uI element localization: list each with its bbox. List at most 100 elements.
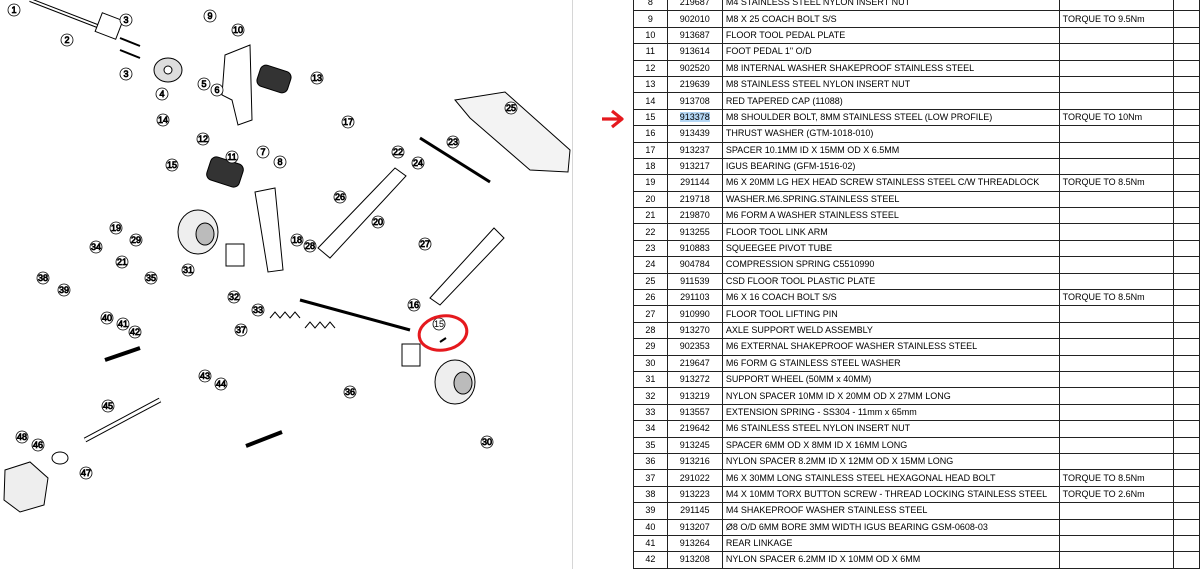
item-number: 11 <box>633 43 668 61</box>
svg-text:36: 36 <box>345 387 355 397</box>
part-number-text: 291022 <box>679 472 710 483</box>
item-number-text: 23 <box>645 243 656 254</box>
callout-7: 7 <box>256 145 270 159</box>
part-description: M8 STAINLESS STEEL NYLON INSERT NUT <box>721 75 1060 94</box>
part-description: M6 FORM A WASHER STAINLESS STEEL <box>721 207 1060 225</box>
callout-10: 10 <box>231 23 245 37</box>
item-number-text: 9 <box>647 13 653 24</box>
empty-cell <box>1173 305 1200 323</box>
item-number: 35 <box>633 436 668 454</box>
part-description-text: M8 INTERNAL WASHER SHAKEPROOF STAINLESS … <box>725 62 975 73</box>
part-note <box>1058 272 1175 291</box>
part-description: M4 X 10MM TORX BUTTON SCREW - THREAD LOC… <box>721 485 1060 504</box>
svg-text:6: 6 <box>214 85 219 95</box>
part-description-text: REAR LINKAGE <box>725 538 793 549</box>
part-description: M6 FORM G STAINLESS STEEL WASHER <box>721 354 1060 372</box>
part-description: Ø8 O/D 6MM BORE 3MM WIDTH IGUS BEARING G… <box>721 518 1060 536</box>
svg-text:30: 30 <box>482 437 492 447</box>
item-number: 38 <box>633 485 668 504</box>
svg-text:15: 15 <box>167 160 177 170</box>
empty-cell <box>1173 59 1200 77</box>
part-note-text: TORQUE TO 8.5Nm <box>1062 177 1145 188</box>
part-note <box>1058 452 1175 471</box>
item-number: 32 <box>633 387 668 405</box>
callout-23: 23 <box>446 135 460 149</box>
svg-text:22: 22 <box>393 147 403 157</box>
svg-text:13: 13 <box>312 73 322 83</box>
callout-30: 30 <box>480 435 494 449</box>
empty-cell <box>1173 190 1200 209</box>
svg-text:46: 46 <box>33 440 43 450</box>
part-number-text: 913208 <box>679 554 710 565</box>
empty-cell <box>1173 534 1200 553</box>
item-number: 22 <box>633 223 668 241</box>
part-description-text: NYLON SPACER 8.2MM ID X 12MM OD X 15MM L… <box>725 456 954 467</box>
item-number-text: 29 <box>645 341 656 352</box>
part-number: 902353 <box>666 338 723 356</box>
item-number-text: 14 <box>645 95 656 106</box>
part-number-text: 913207 <box>679 521 710 532</box>
svg-text:33: 33 <box>253 305 263 315</box>
part-number: 291144 <box>666 174 723 192</box>
empty-cell <box>1173 125 1200 143</box>
part-number: 913245 <box>666 436 723 454</box>
part-number-text: 913216 <box>679 456 710 467</box>
part-number: 219870 <box>666 207 723 225</box>
svg-text:3: 3 <box>123 15 128 25</box>
part-description-text: M4 STAINLESS STEEL NYLON INSERT NUT <box>725 0 911 8</box>
item-number: 28 <box>633 321 668 340</box>
empty-cell <box>1173 420 1200 438</box>
item-number: 29 <box>633 338 668 356</box>
part-note <box>1058 403 1175 422</box>
svg-text:48: 48 <box>17 432 27 442</box>
svg-text:47: 47 <box>81 468 91 478</box>
callout-45: 45 <box>101 399 115 413</box>
callout-44: 44 <box>214 377 228 391</box>
callout-22: 22 <box>391 145 405 159</box>
part-number: 902010 <box>666 10 723 28</box>
empty-cell <box>1173 10 1200 28</box>
part-note <box>1058 387 1175 405</box>
empty-cell <box>1173 207 1200 225</box>
item-number: 24 <box>633 256 668 274</box>
svg-text:17: 17 <box>343 117 353 127</box>
item-number-text: 15 <box>645 111 656 122</box>
part-note-text: TORQUE TO 2.6Nm <box>1062 488 1145 499</box>
empty-cell <box>1173 370 1200 389</box>
callout-39: 39 <box>57 283 71 297</box>
part-note <box>1058 370 1175 389</box>
item-number: 8 <box>633 0 668 12</box>
svg-text:43: 43 <box>200 371 210 381</box>
item-number-text: 39 <box>645 505 656 516</box>
item-number-text: 20 <box>645 193 656 204</box>
part-description-text: NYLON SPACER 6.2MM ID X 10MM OD X 6MM <box>725 554 921 565</box>
part-note <box>1058 43 1175 61</box>
part-number-text: 902520 <box>679 62 710 73</box>
part-description: EXTENSION SPRING - SS304 - 11mm x 65mm <box>721 403 1060 422</box>
part-number-text: 913557 <box>679 406 710 417</box>
callout-19: 19 <box>109 221 123 235</box>
part-number: 911539 <box>666 272 723 291</box>
part-description: FLOOR TOOL LIFTING PIN <box>721 305 1060 323</box>
item-number-text: 28 <box>645 325 656 335</box>
callout-21: 21 <box>115 255 129 269</box>
part-description-text: FLOOR TOOL PEDAL PLATE <box>725 29 846 40</box>
item-number-text: 38 <box>645 488 656 499</box>
callout-1: 1 <box>7 3 21 17</box>
callout-15: 15 <box>165 158 179 172</box>
empty-cell <box>1173 223 1200 241</box>
part-number-text: 219639 <box>679 79 710 90</box>
item-number-text: 17 <box>645 144 656 155</box>
item-number: 39 <box>633 502 668 520</box>
part-note <box>1058 502 1175 520</box>
